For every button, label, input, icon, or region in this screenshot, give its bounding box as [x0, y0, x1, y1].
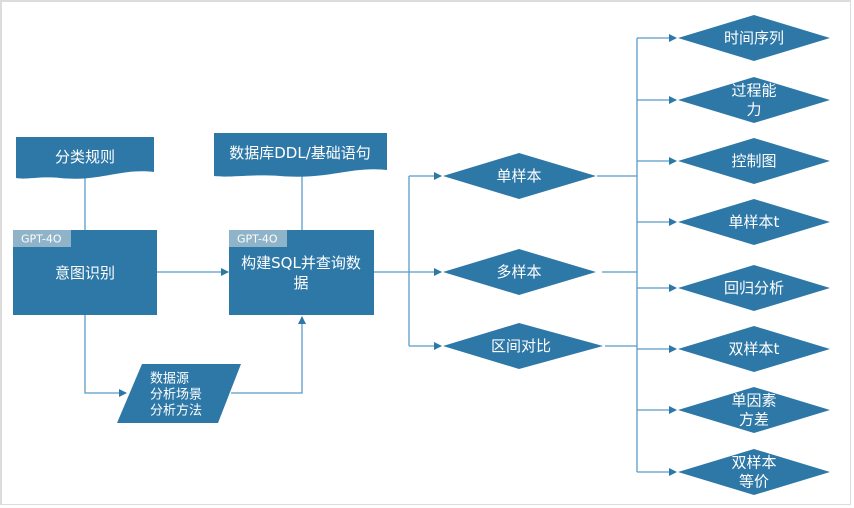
decision-one-sample-t-label-1: 单样本t — [729, 213, 780, 231]
data-io-line-3: 分析方法 — [150, 403, 202, 419]
decision-regression: 回归分析 — [678, 265, 830, 311]
decision-shape — [678, 199, 830, 245]
decision-multi-sample: 多样本 — [443, 249, 596, 295]
input-db-ddl: 数据库DDL/基础语句 — [214, 133, 387, 177]
decision-two-sample-equivalence-label-1: 双样本 — [731, 454, 776, 472]
decision-one-way-anova-label-1: 单因素 — [731, 392, 776, 410]
decision-two-sample-t-label-1: 双样本t — [729, 340, 780, 358]
decision-regression-label-1: 回归分析 — [724, 279, 784, 297]
model-tag-intent — [13, 230, 71, 247]
decision-two-sample-equivalence-label-2: 等价 — [739, 473, 769, 491]
decision-one-sample-t: 单样本t — [678, 199, 830, 245]
decision-multi-sample-label: 多样本 — [496, 263, 541, 281]
decision-process-capability-label-1: 过程能 — [731, 82, 776, 100]
decision-shape — [678, 265, 830, 311]
decision-two-sample-t: 双样本t — [678, 326, 830, 372]
decision-shape — [678, 77, 830, 123]
data-io-parallelogram: 数据源 分析场景 分析方法 — [117, 364, 241, 423]
process-sql-label-line2: 据 — [293, 274, 308, 292]
decision-interval-compare: 区间对比 — [443, 323, 603, 369]
process-intent-recognition: GPT-4O 意图识别 — [13, 230, 157, 315]
decision-one-way-anova-label-2: 方差 — [739, 411, 769, 429]
decision-shape — [678, 15, 830, 61]
process-intent-label: 意图识别 — [55, 264, 115, 282]
decision-time-series: 时间序列 — [678, 15, 830, 61]
decision-control-chart: 控制图 — [678, 138, 830, 184]
decision-shape — [678, 449, 830, 495]
process-sql-label-line1: 构建SQL并查询数 — [241, 254, 361, 272]
model-tag-sql-label: GPT-4O — [237, 233, 278, 246]
decision-process-capability-label-2: 力 — [746, 101, 761, 119]
decision-shape — [678, 326, 830, 372]
connectors — [84, 34, 677, 476]
input-db-ddl-label: 数据库DDL/基础语句 — [229, 144, 371, 162]
model-tag-intent-label: GPT-4O — [21, 233, 62, 246]
data-io-line-1: 数据源 — [150, 372, 189, 387]
decision-single-sample: 单样本 — [443, 153, 596, 199]
decision-shape — [678, 387, 830, 433]
connector-intent-to-data — [84, 315, 127, 397]
input-classification-rules-label: 分类规则 — [55, 148, 115, 166]
input-classification-rules: 分类规则 — [16, 137, 154, 179]
decision-single-sample-label: 单样本 — [496, 167, 541, 185]
data-io-line-2: 分析场景 — [150, 388, 202, 403]
decision-control-chart-label-1: 控制图 — [731, 152, 776, 170]
model-tag-sql — [229, 230, 287, 247]
decision-time-series-label-1: 时间序列 — [724, 29, 784, 47]
decision-shape — [678, 138, 830, 184]
connector-data-to-sql — [231, 316, 306, 394]
process-build-sql: GPT-4O 构建SQL并查询数 据 — [229, 230, 374, 315]
decision-interval-compare-label: 区间对比 — [491, 337, 551, 355]
